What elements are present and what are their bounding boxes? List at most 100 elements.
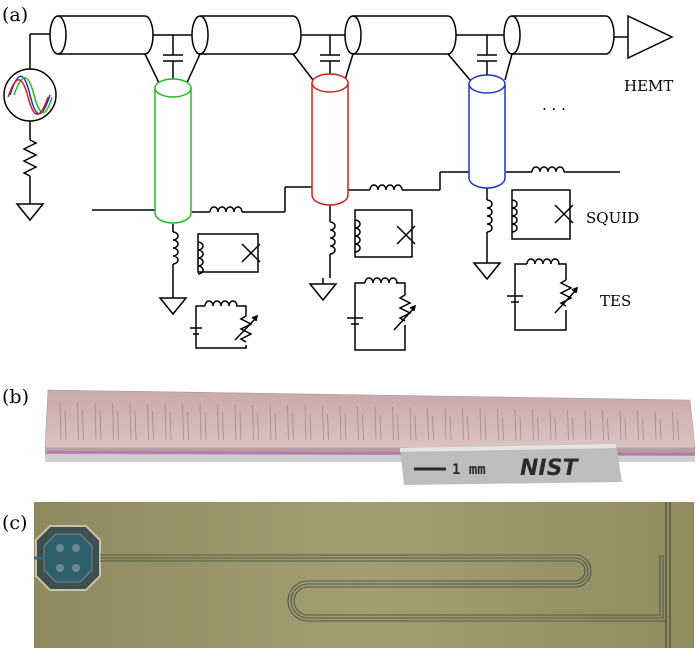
resonator-tick — [537, 417, 539, 441]
resonator-tick — [642, 418, 644, 441]
resonator-tick — [637, 410, 639, 441]
resonator-tick — [602, 410, 604, 441]
feedline-segment-4 — [503, 15, 615, 55]
resonator-tick — [134, 411, 137, 441]
resonator-tick — [572, 417, 574, 441]
resonator-tick — [449, 415, 452, 441]
resonator-tick — [129, 403, 132, 441]
resonator-tick — [414, 415, 417, 441]
panel-label-b: (b) — [2, 386, 29, 408]
tes-1 — [190, 305, 259, 349]
resonator-tick — [327, 414, 329, 441]
resonator-tick — [292, 413, 294, 441]
resonator-tick — [607, 418, 609, 441]
resonator-tick — [397, 415, 399, 441]
resonator-tick — [567, 409, 569, 441]
resonator-tick — [659, 419, 662, 441]
panel-label-a: (a) — [2, 4, 29, 26]
resonator-tick — [619, 410, 622, 441]
resonator-tick — [257, 412, 259, 441]
resonator-tick — [589, 418, 592, 441]
resonator-tick — [187, 411, 189, 441]
resonator-1 — [92, 35, 312, 292]
resonator-tick — [94, 402, 97, 441]
resonator-3 — [447, 35, 620, 257]
resonator-tick — [169, 411, 172, 441]
tes-2 — [347, 282, 417, 351]
feedline-trace — [665, 502, 671, 648]
squid-1 — [197, 233, 261, 273]
resonator-tick — [484, 416, 487, 441]
resonator-tick — [322, 406, 324, 441]
resonator-tick — [514, 409, 517, 441]
resonator-tick — [444, 407, 447, 441]
resonator-tick — [217, 404, 219, 441]
resonator-tick — [199, 404, 202, 441]
feedline-segment-1 — [49, 15, 154, 55]
resonator-tick — [182, 403, 184, 441]
resonator-tick — [117, 410, 119, 441]
feedline-segment-3 — [344, 15, 457, 55]
resonator-tick — [112, 402, 114, 441]
resonator-tick — [304, 405, 307, 441]
squid-pad — [34, 525, 101, 591]
resonator-tick — [532, 409, 534, 441]
resonator-tick — [339, 406, 342, 441]
resonator-tick — [274, 413, 277, 441]
ellipsis-label: . . . — [542, 96, 566, 114]
tes-label: TES — [600, 292, 631, 310]
nist-logo: NIST — [520, 456, 579, 481]
resonator-tick — [309, 413, 312, 441]
resonator-tick — [654, 411, 657, 441]
resonator-tick — [239, 412, 242, 441]
resonator-2 — [292, 35, 470, 278]
resonator-tick — [379, 414, 382, 441]
resonator-tick — [204, 412, 207, 441]
resonator-tick — [519, 417, 522, 441]
resonator-tick — [677, 419, 679, 441]
squid-label: SQUID — [586, 209, 639, 227]
resonator-tick — [64, 409, 67, 441]
circuit-schematic: HEMT SQUID TES . . . — [3, 14, 674, 351]
resonator-tick — [362, 414, 364, 441]
resonator-tick — [374, 406, 377, 441]
resonator-tick — [624, 418, 627, 441]
resonator-tick — [287, 405, 289, 441]
squid-3 — [511, 189, 574, 240]
panel-label-c: (c) — [2, 512, 28, 534]
resonator-tick — [497, 408, 499, 441]
hemt-label: HEMT — [624, 77, 673, 95]
hemt-amplifier-icon — [627, 14, 674, 60]
resonator-tick — [462, 408, 464, 441]
resonator-tick — [467, 416, 469, 441]
resonator-tick — [392, 407, 394, 441]
resonator-tick — [234, 404, 237, 441]
resonator-tick — [427, 407, 429, 441]
feedline-segment-2 — [191, 15, 302, 55]
resonator-tick — [269, 405, 272, 441]
resonator-tick — [549, 409, 552, 441]
squid-2 — [354, 209, 416, 258]
micrograph — [34, 502, 694, 648]
resonator-tick — [432, 415, 434, 441]
chip-photo: 1 mm NIST — [44, 389, 696, 485]
resonator-tick — [502, 416, 504, 441]
resonator-tick — [357, 406, 359, 441]
resonator-tick — [344, 414, 347, 441]
resonator-trace — [100, 554, 667, 622]
resonator-tick — [147, 403, 149, 441]
resonator-tick — [584, 410, 587, 441]
resonator-tick — [554, 417, 557, 441]
resonator-tick — [479, 408, 482, 441]
resonator-tick — [77, 402, 79, 441]
tes-3 — [507, 263, 579, 331]
resonator-tick — [222, 412, 224, 441]
resonator-tick — [409, 407, 412, 441]
resonator-pattern — [59, 401, 679, 441]
resonator-tick — [164, 403, 167, 441]
resonator-tick — [99, 410, 102, 441]
scale-bar-label: 1 mm — [452, 462, 486, 478]
resonator-tick — [152, 411, 154, 441]
resonator-tick — [82, 410, 84, 441]
resonator-tick — [252, 404, 254, 441]
